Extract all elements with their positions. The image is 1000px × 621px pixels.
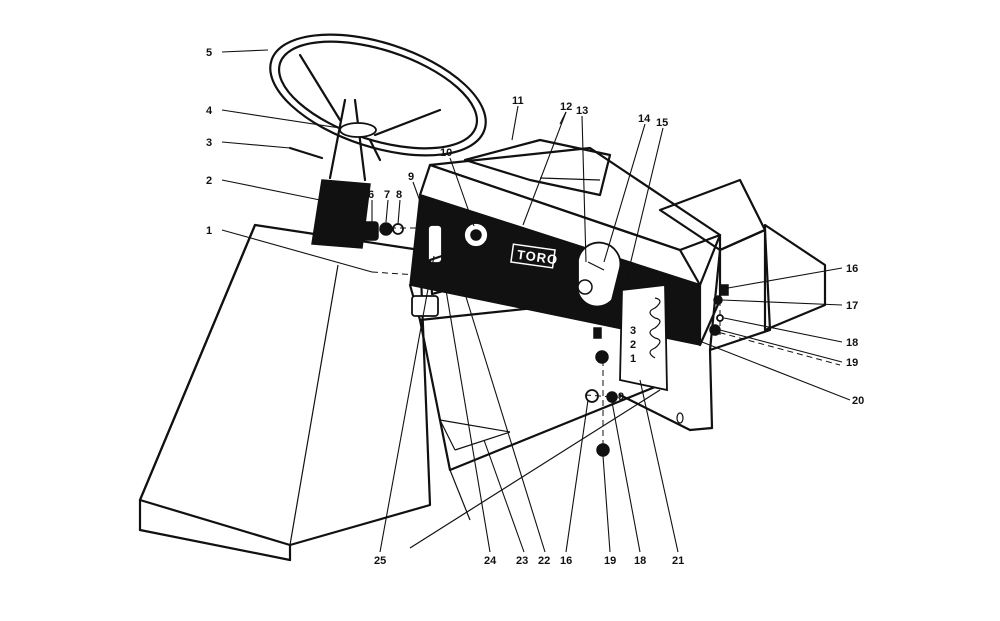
callout-5: 5 (206, 47, 212, 59)
toro-logo-text: TORO (516, 247, 559, 268)
callout-4: 4 (206, 105, 213, 117)
callout-2: 2 (206, 175, 212, 187)
callout-9: 9 (408, 171, 414, 183)
position-label-2: 2 (630, 339, 636, 351)
callout-22: 22 (538, 555, 550, 567)
callout-3: 3 (206, 137, 212, 149)
callout-19-right: 19 (846, 357, 858, 369)
callout-14: 14 (638, 113, 651, 125)
callout-9-small: 9 (618, 391, 624, 403)
callout-25: 25 (374, 555, 386, 567)
callout-8: 8 (396, 189, 402, 201)
position-label-3: 3 (630, 325, 636, 337)
callout-24: 24 (484, 555, 497, 567)
callout-20: 20 (852, 395, 864, 407)
callout-6: 6 (368, 189, 374, 201)
callout-12: 12 (560, 101, 572, 113)
callout-labels: 5 4 3 2 1 6 7 8 9 10 11 12 13 14 15 16 1… (206, 47, 864, 567)
callout-16-bottom: 16 (560, 555, 572, 567)
assembly-lines (371, 227, 841, 450)
hood-body (138, 223, 440, 562)
callout-21: 21 (672, 555, 684, 567)
dashboard-console: TORO (408, 138, 722, 347)
callout-13: 13 (576, 105, 588, 117)
callout-19-bottom: 19 (604, 555, 616, 567)
steering-column (269, 33, 487, 249)
callout-23: 23 (516, 555, 528, 567)
callout-18-right: 18 (846, 337, 858, 349)
leader-lines (221, 49, 851, 553)
callout-11: 11 (512, 95, 524, 107)
callout-16-right: 16 (846, 263, 858, 275)
position-label-1: 1 (630, 353, 636, 365)
lift-quadrant: 3 2 1 (619, 283, 668, 392)
callout-7: 7 (384, 189, 390, 201)
callout-1: 1 (206, 225, 212, 237)
fasteners (585, 284, 729, 457)
callout-17: 17 (846, 300, 858, 312)
callout-18-bottom: 18 (634, 555, 646, 567)
callout-10: 10 (440, 147, 452, 159)
callout-15: 15 (656, 117, 668, 129)
